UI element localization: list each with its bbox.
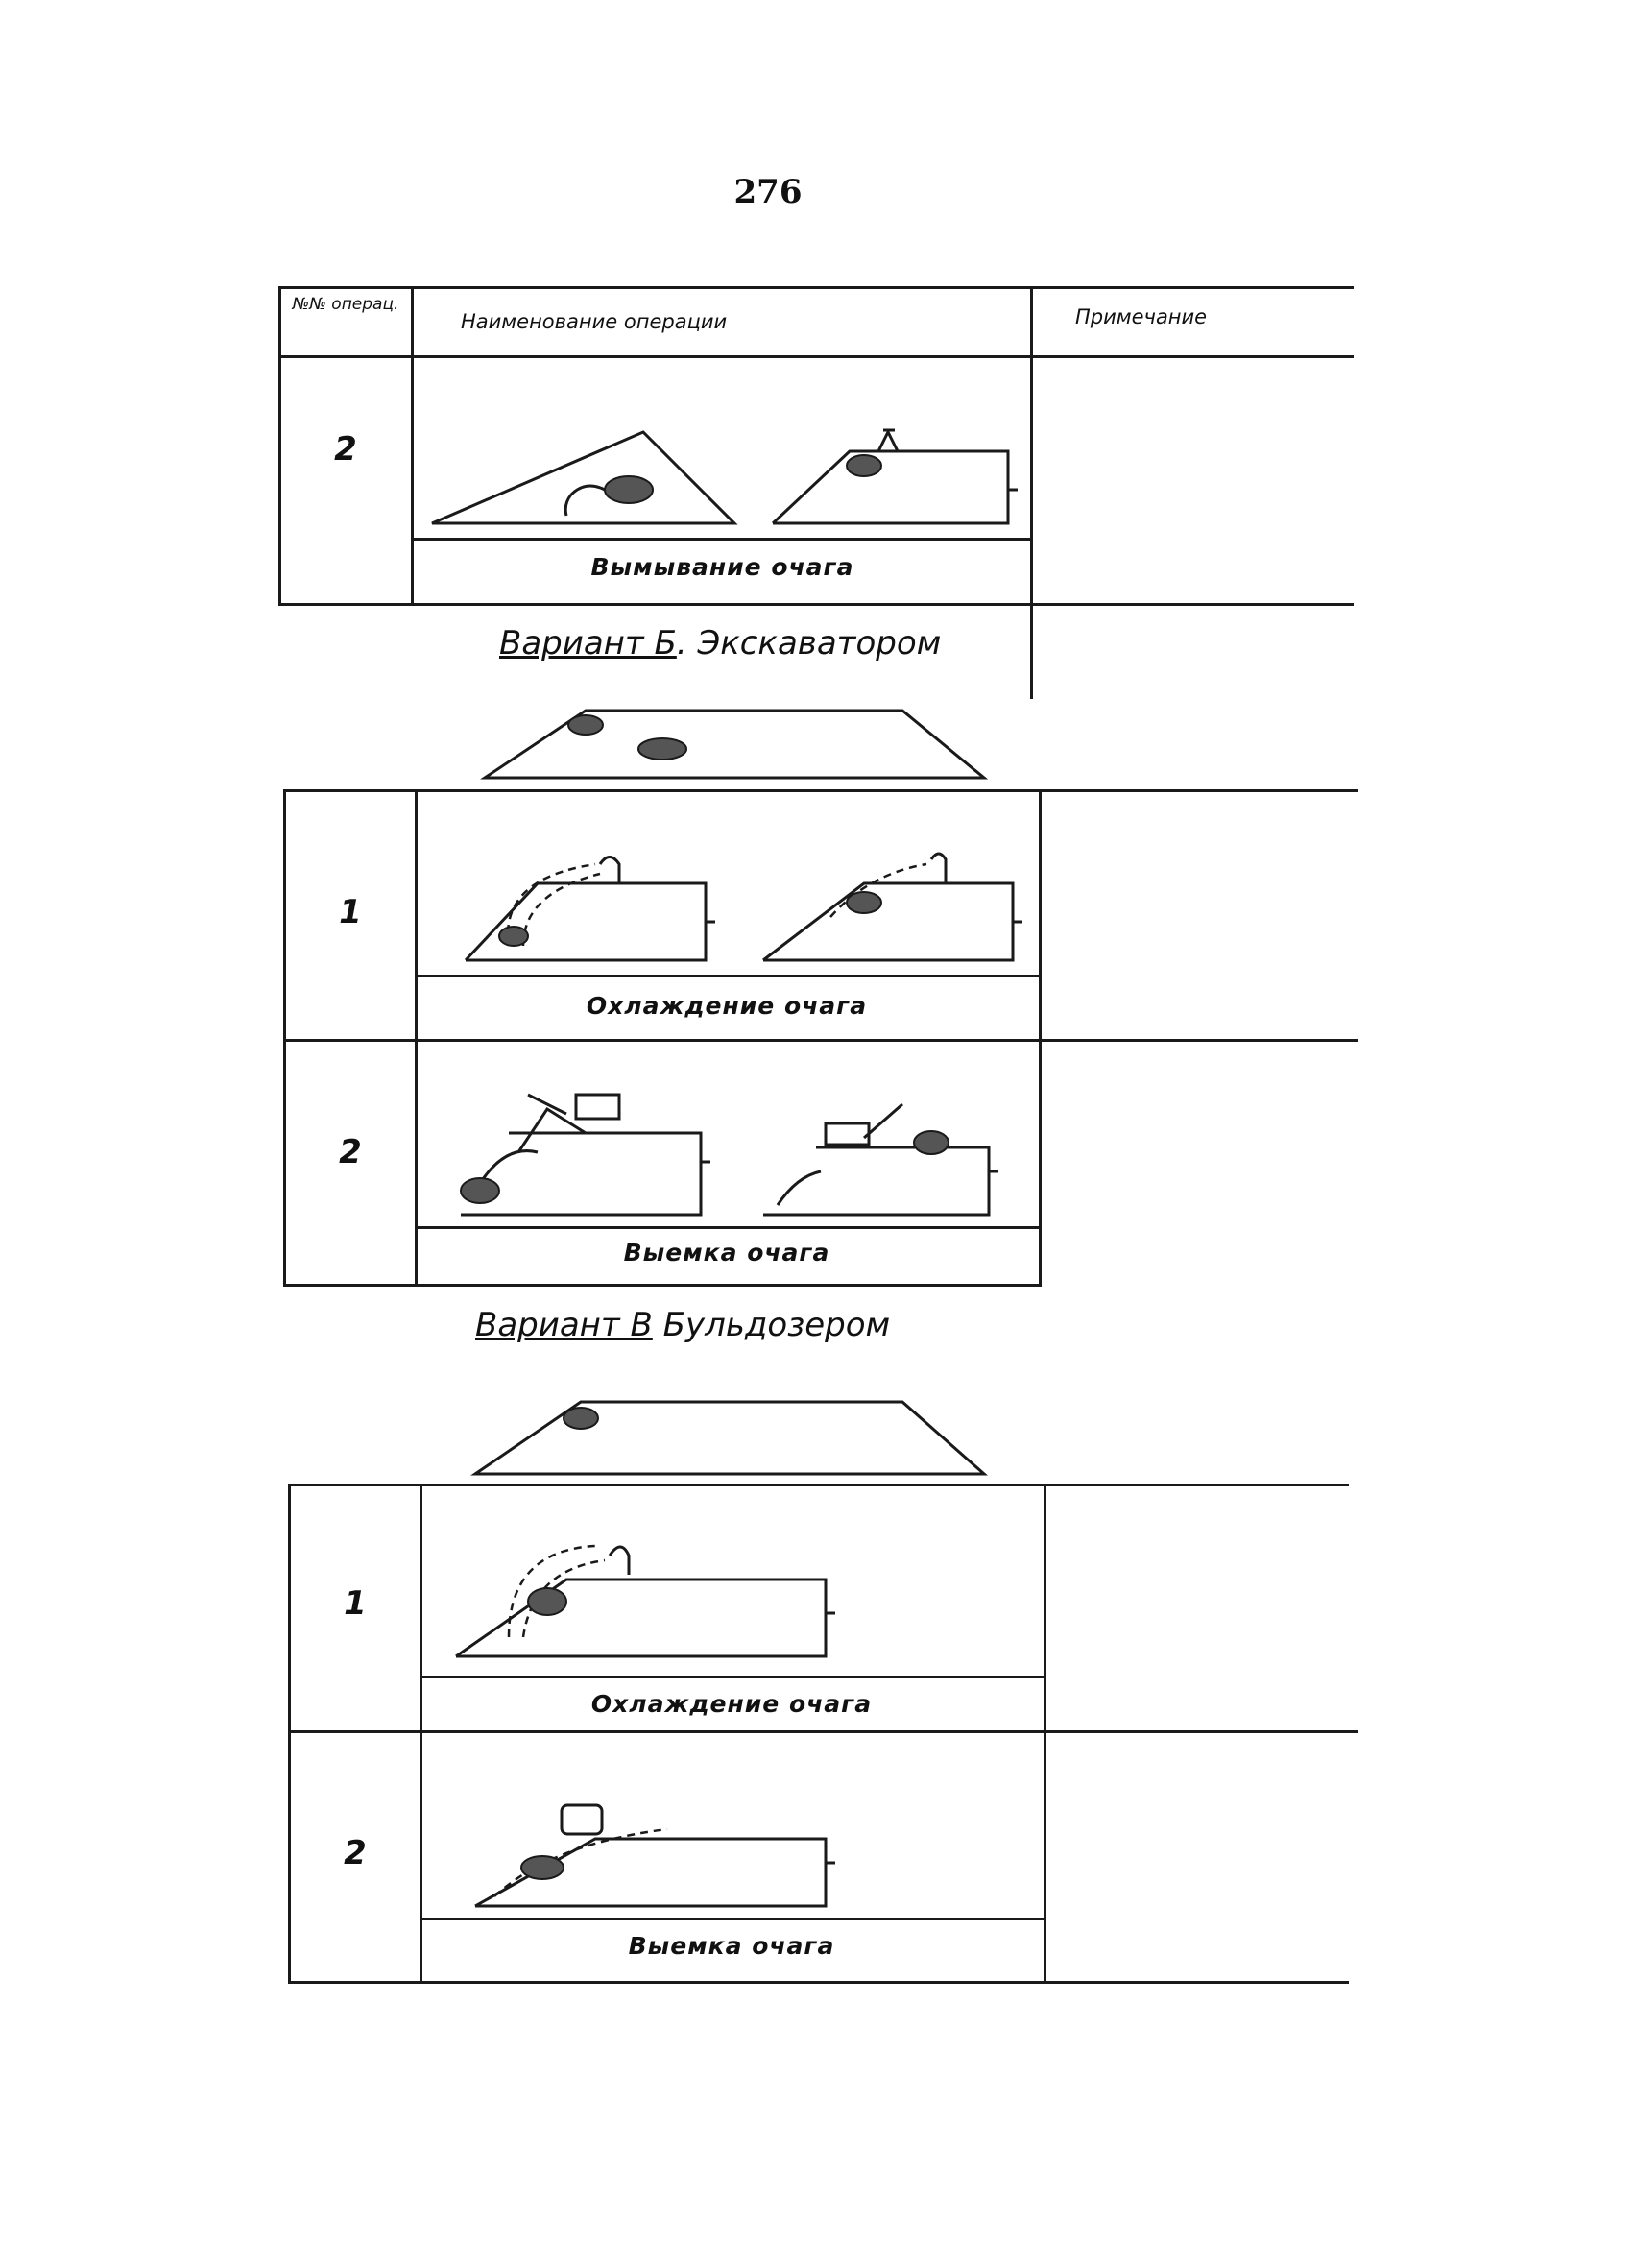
illustration-excavation-1 xyxy=(460,1093,710,1217)
row-number: 2 xyxy=(344,1834,367,1872)
header-note: Примечание xyxy=(1075,305,1208,328)
header-operation-name: Наименование операции xyxy=(461,310,728,333)
row-number: 2 xyxy=(334,430,357,469)
row-caption: Выемка очага xyxy=(628,1932,835,1960)
illustration-washing-slope xyxy=(771,428,1018,525)
illustration-cooling-2 xyxy=(762,852,1022,962)
illustration-excavation-2 xyxy=(763,1102,998,1217)
row-caption: Охлаждение очага xyxy=(590,1690,873,1718)
illustration-cooling-1 xyxy=(464,856,715,962)
variant-b-text: . Экскаватором xyxy=(676,624,942,663)
illustration-variant-b-pile xyxy=(480,709,989,780)
row-caption: Охлаждение очага xyxy=(586,992,868,1020)
row-caption: Вымывание очага xyxy=(590,553,854,581)
page-number: 276 xyxy=(733,173,803,211)
illustration-washing-pile xyxy=(431,430,738,525)
illustration-cooling-bulldozer xyxy=(455,1544,835,1658)
illustration-excavation-bulldozer xyxy=(474,1803,835,1908)
header-operation-number: №№ операц. xyxy=(292,295,399,314)
variant-c-text: Бульдозером xyxy=(652,1306,891,1344)
variant-c-label: Вариант В xyxy=(475,1306,653,1344)
variant-c-title: Вариант В Бульдозером xyxy=(475,1306,890,1344)
illustration-variant-c-pile xyxy=(470,1400,988,1476)
variant-b-label: Вариант Б xyxy=(499,624,677,663)
row-number: 2 xyxy=(339,1133,362,1171)
variant-b-title: Вариант Б. Экскаватором xyxy=(499,624,941,663)
row-number: 1 xyxy=(339,893,362,931)
row-caption: Выемка очага xyxy=(623,1239,830,1267)
row-number: 1 xyxy=(344,1584,367,1623)
